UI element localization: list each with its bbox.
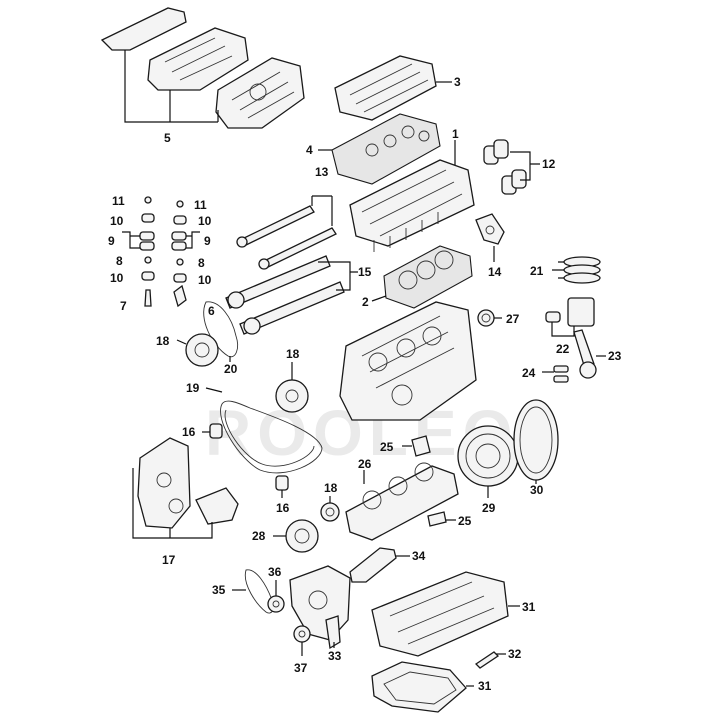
piston (545, 297, 595, 327)
callout-2: 2 (362, 295, 369, 309)
callout-5: 5 (164, 131, 171, 145)
oil-pan-lower (371, 661, 467, 713)
callout-7: 7 (120, 299, 127, 313)
callout-8-left: 8 (116, 254, 123, 268)
flexplate (457, 425, 519, 487)
camshafts (225, 255, 345, 335)
valve-cover (334, 55, 437, 121)
cylinder-head (349, 159, 475, 252)
callout-3: 3 (454, 75, 461, 89)
callout-10-b: 10 (198, 214, 212, 228)
oil-pump-assembly (289, 565, 351, 650)
callout-4: 4 (306, 143, 313, 157)
callout-27: 27 (506, 312, 520, 326)
callout-32: 32 (508, 647, 522, 661)
callout-35: 35 (212, 583, 226, 597)
valve-cover-gasket (331, 113, 441, 185)
crankshaft (345, 462, 459, 541)
callout-11-right: 11 (194, 198, 207, 212)
callout-18-c: 18 (324, 481, 338, 495)
timing-covers (137, 437, 239, 529)
callout-11-left: 11 (112, 194, 125, 208)
main-bearing-upper (411, 435, 431, 457)
crank-sprocket-18 (275, 379, 309, 413)
callout-18-b: 18 (286, 347, 300, 361)
callout-37: 37 (294, 661, 308, 675)
callout-17: 17 (162, 553, 176, 567)
oil-pump-sprocket (267, 595, 285, 613)
callout-31-lower: 31 (478, 679, 492, 693)
callout-36: 36 (268, 565, 282, 579)
callout-16-a: 16 (182, 425, 196, 439)
callout-15: 15 (358, 265, 372, 279)
leader-5 (124, 50, 219, 123)
crank-pulley (285, 519, 319, 553)
rear-main-seal (477, 309, 495, 327)
callout-22: 22 (556, 342, 570, 356)
callout-8-right: 8 (198, 256, 205, 270)
callout-29: 29 (482, 501, 496, 515)
ring-gear (513, 399, 559, 481)
callout-16-b: 16 (276, 501, 290, 515)
callout-33: 33 (328, 649, 342, 663)
callout-30: 30 (530, 483, 544, 497)
callout-25-b: 25 (458, 514, 472, 528)
callout-9-left: 9 (108, 234, 115, 248)
valve-train-parts-left (139, 196, 155, 307)
callout-9-right: 9 (204, 234, 211, 248)
camshaft-adjuster-rods (236, 205, 337, 270)
callout-24: 24 (522, 366, 536, 380)
oil-pan-upper (371, 571, 509, 657)
callout-19: 19 (186, 381, 200, 395)
timing-chain-lower (220, 400, 323, 474)
valve-train-parts-right (171, 200, 187, 308)
callout-14: 14 (488, 265, 502, 279)
main-bearing-lower (427, 511, 447, 527)
piston-rings (563, 256, 601, 284)
callout-13: 13 (315, 165, 329, 179)
engine-block (339, 301, 477, 421)
callout-12: 12 (542, 157, 556, 171)
callout-18-a: 18 (156, 334, 170, 348)
callout-10-c: 10 (110, 271, 124, 285)
cam-sprocket-18 (185, 333, 219, 367)
callout-25-a: 25 (380, 440, 394, 454)
callout-28: 28 (252, 529, 266, 543)
callout-26: 26 (358, 457, 372, 471)
callout-31-upper: 31 (522, 600, 536, 614)
callout-20: 20 (224, 362, 238, 376)
chain-tensioner (475, 213, 505, 245)
callout-23: 23 (608, 349, 622, 363)
hydraulic-lifters (483, 139, 527, 195)
chain-guide-pin (209, 423, 223, 439)
callout-21: 21 (530, 264, 544, 278)
callout-10-a: 10 (110, 214, 124, 228)
plug-16 (275, 475, 289, 491)
drain-plug (474, 651, 500, 669)
callout-6: 6 (208, 304, 215, 318)
connecting-rod (573, 329, 597, 379)
crank-gear-18 (320, 502, 340, 522)
callout-34: 34 (412, 549, 426, 563)
engine-cover-assembly (100, 7, 305, 129)
oil-level-sensor (293, 625, 311, 643)
head-gasket (383, 245, 473, 309)
oil-pickup-tube (349, 547, 397, 583)
rod-bolts (553, 365, 569, 383)
timing-chain-upper (203, 301, 239, 358)
callout-1: 1 (452, 127, 459, 141)
callout-10-d: 10 (198, 273, 212, 287)
